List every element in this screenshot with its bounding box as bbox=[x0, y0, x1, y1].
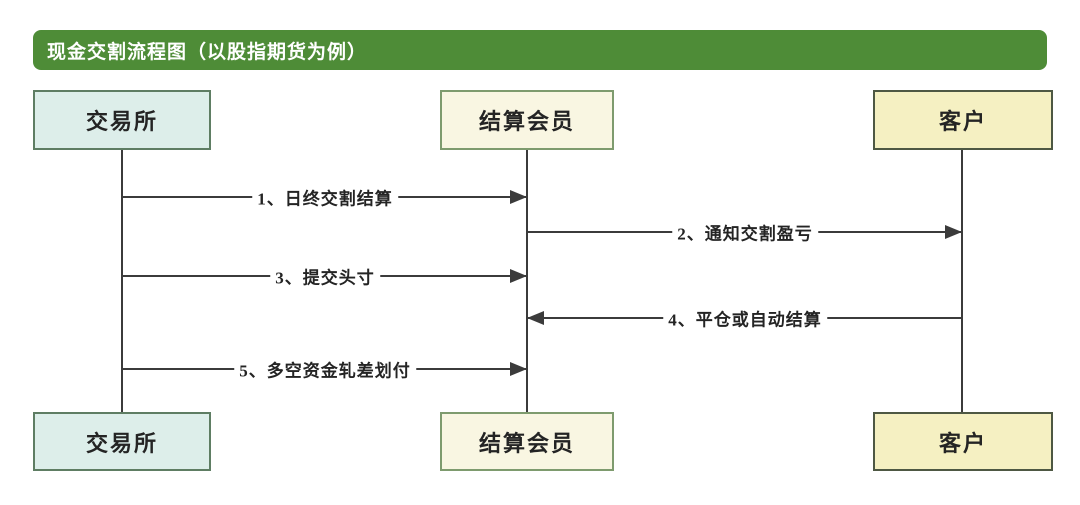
actor-label: 结算会员 bbox=[478, 109, 575, 134]
actor-box-customer-top: 客户 bbox=[873, 90, 1053, 150]
actor-label: 结算会员 bbox=[478, 430, 575, 456]
actor-label: 客户 bbox=[938, 109, 987, 134]
diagram-title: 现金交割流程图（以股指期货为例） bbox=[47, 41, 368, 63]
actor-label: 客户 bbox=[938, 430, 987, 456]
message-3-arrowhead-right-icon bbox=[510, 269, 527, 283]
message-4-arrowhead-left-icon bbox=[527, 311, 544, 325]
lifeline-customer bbox=[961, 150, 963, 412]
message-2-label: 2、通知交割盈亏 bbox=[672, 219, 818, 245]
message-2-arrowhead-right-icon bbox=[945, 225, 962, 239]
message-3-label: 3、提交头寸 bbox=[270, 263, 380, 289]
actor-label: 交易所 bbox=[85, 109, 158, 134]
actor-box-exchange-top: 交易所 bbox=[33, 90, 211, 150]
message-1-label: 1、日终交割结算 bbox=[252, 184, 398, 210]
message-4-label: 4、平仓或自动结算 bbox=[663, 305, 827, 331]
actor-box-clearing-member-top: 结算会员 bbox=[440, 90, 614, 150]
actor-box-exchange-bottom: 交易所 bbox=[33, 412, 211, 471]
actor-box-clearing-member-bottom: 结算会员 bbox=[440, 412, 614, 471]
message-1-arrowhead-right-icon bbox=[510, 190, 527, 204]
lifeline-clearing-member bbox=[526, 150, 528, 412]
actor-box-customer-bottom: 客户 bbox=[873, 412, 1053, 471]
message-5-label: 5、多空资金轧差划付 bbox=[234, 356, 416, 382]
actor-label: 交易所 bbox=[85, 430, 158, 456]
message-5-arrowhead-right-icon bbox=[510, 362, 527, 376]
lifeline-exchange bbox=[121, 150, 123, 412]
title-bar: 现金交割流程图（以股指期货为例） bbox=[33, 30, 1047, 70]
